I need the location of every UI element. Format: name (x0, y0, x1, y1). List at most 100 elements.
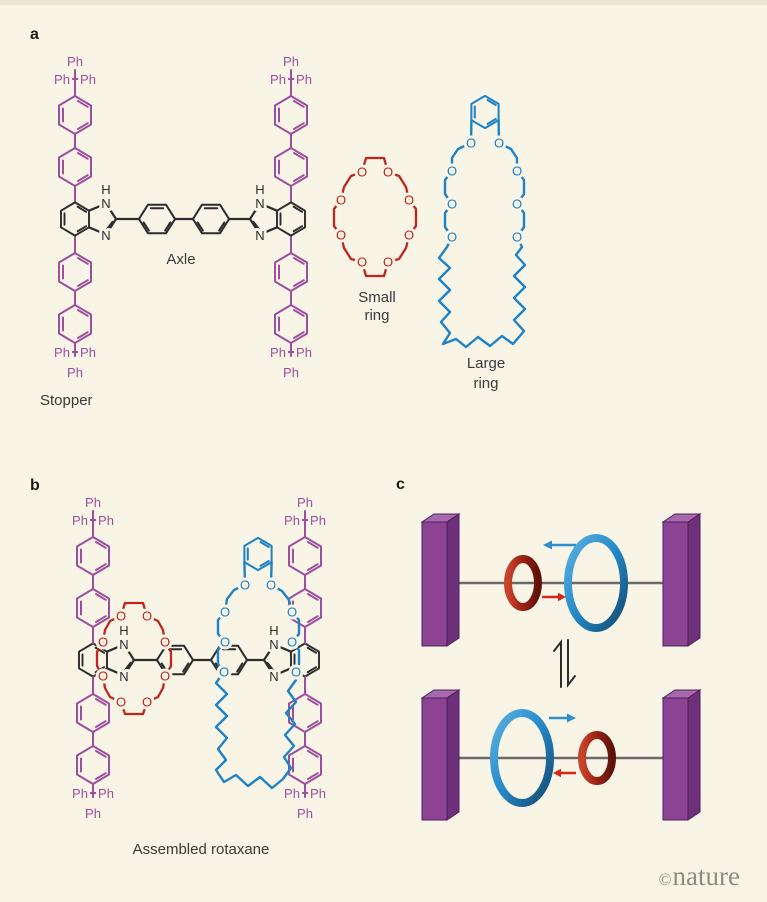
stopper-top-left-a: Ph Ph Ph (51, 51, 99, 187)
o-label: O (447, 197, 457, 212)
small-ring-motion-arrow-top (542, 592, 566, 602)
axle-structure-a: H N N H N N (60, 179, 306, 246)
panel-a-label: a (30, 26, 39, 43)
n-label: N (269, 637, 278, 652)
o-label: O (220, 635, 230, 650)
ph-label: Ph (72, 513, 88, 528)
stopper-top-right-a: Ph Ph Ph (267, 51, 315, 187)
small-ring-structure: O O O O O O O O Small ring (332, 156, 418, 324)
ph-label: Ph (54, 72, 70, 87)
stopper-top-left-b: Ph Ph Ph (69, 492, 117, 628)
o-label: O (287, 605, 297, 620)
large-ring-caption-line2: ring (473, 375, 498, 392)
top-edge-strip (0, 0, 767, 5)
o-label: O (466, 136, 476, 151)
n-label: N (101, 196, 110, 211)
rotaxane-schematic-top (420, 513, 702, 647)
h-label: H (119, 623, 128, 638)
rotaxane-schematic-bottom (420, 689, 702, 821)
threaded-large-ring: O O O O O O O O (214, 536, 304, 790)
o-label: O (142, 609, 152, 624)
ph-label: Ph (296, 72, 312, 87)
ph-label: Ph (310, 513, 326, 528)
ph-label: Ph (270, 345, 286, 360)
panel-a: a Ph Ph Ph Ph Ph Ph Ph Ph Ph (30, 26, 527, 409)
o-label: O (512, 230, 522, 245)
axle-caption: Axle (166, 251, 195, 268)
n-label: N (255, 196, 264, 211)
stopper-bottom-left-a: Ph Ph Ph (51, 252, 99, 383)
ph-label: Ph (284, 513, 300, 528)
panel-c-label: c (396, 476, 405, 493)
o-label: O (404, 228, 414, 243)
stopper-axle-bonds-a (74, 186, 292, 254)
ph-label: Ph (297, 495, 313, 510)
large-ring-3d-bottom (490, 709, 554, 807)
stopper-block-bottom-left (420, 689, 461, 821)
small-ring-motion-arrow-bottom (553, 768, 576, 778)
ph-label: Ph (98, 513, 114, 528)
n-label: N (119, 637, 128, 652)
ph-label: Ph (85, 495, 101, 510)
ph-label: Ph (284, 786, 300, 801)
o-label: O (240, 578, 250, 593)
o-label: O (336, 228, 346, 243)
o-label: O (160, 669, 170, 684)
ph-label: Ph (283, 54, 299, 69)
stopper-block-top-right (661, 513, 702, 647)
large-ring-3d-top (564, 534, 628, 632)
o-label: O (404, 193, 414, 208)
n-label: N (255, 228, 264, 243)
ph-label: Ph (297, 806, 313, 821)
large-ring-motion-arrow-top (543, 540, 576, 550)
o-label: O (336, 193, 346, 208)
ph-label: Ph (67, 54, 83, 69)
stopper-bottom-left-b: Ph Ph Ph (69, 693, 117, 824)
ph-label: Ph (296, 345, 312, 360)
panel-b-caption: Assembled rotaxane (133, 841, 270, 858)
o-label: O (287, 635, 297, 650)
ph-label: Ph (54, 345, 70, 360)
n-label: N (269, 669, 278, 684)
o-label: O (142, 695, 152, 710)
o-label: O (357, 165, 367, 180)
h-label: H (269, 623, 278, 638)
large-ring-motion-arrow-bottom (549, 713, 576, 723)
small-ring-caption-line2: ring (364, 307, 389, 324)
stopper-bottom-right-b: Ph Ph Ph (281, 693, 329, 824)
stopper-block-top-left (420, 513, 461, 647)
n-label: N (119, 669, 128, 684)
stopper-top-right-b: Ph Ph Ph (281, 492, 329, 628)
large-ring-structure: O O O O O O O O Large ring (437, 94, 527, 392)
small-ring-caption-line1: Small (358, 289, 396, 306)
o-label: O (383, 165, 393, 180)
ph-label: Ph (85, 806, 101, 821)
o-label: O (357, 255, 367, 270)
o-label: O (291, 665, 301, 680)
panel-c: c (396, 476, 702, 821)
stopper-bottom-right-a: Ph Ph Ph (267, 252, 315, 383)
o-label: O (512, 164, 522, 179)
ph-label: Ph (270, 72, 286, 87)
o-label: O (447, 164, 457, 179)
equilibrium-arrows (553, 639, 576, 688)
o-label: O (116, 695, 126, 710)
ph-label: Ph (80, 345, 96, 360)
ph-label: Ph (310, 786, 326, 801)
stopper-caption: Stopper (40, 392, 93, 409)
o-label: O (383, 255, 393, 270)
ph-label: Ph (80, 72, 96, 87)
axle-structure-b: H N N H N N (78, 620, 320, 687)
o-label: O (98, 669, 108, 684)
o-label: O (160, 635, 170, 650)
h-label: H (255, 182, 264, 197)
o-label: O (512, 197, 522, 212)
small-ring-3d-bottom (578, 731, 616, 785)
ph-label: Ph (98, 786, 114, 801)
o-label: O (219, 665, 229, 680)
h-label: H (101, 182, 110, 197)
panel-b: b H N N H N N Ph Ph (30, 477, 329, 858)
small-ring-3d-top (504, 555, 542, 611)
